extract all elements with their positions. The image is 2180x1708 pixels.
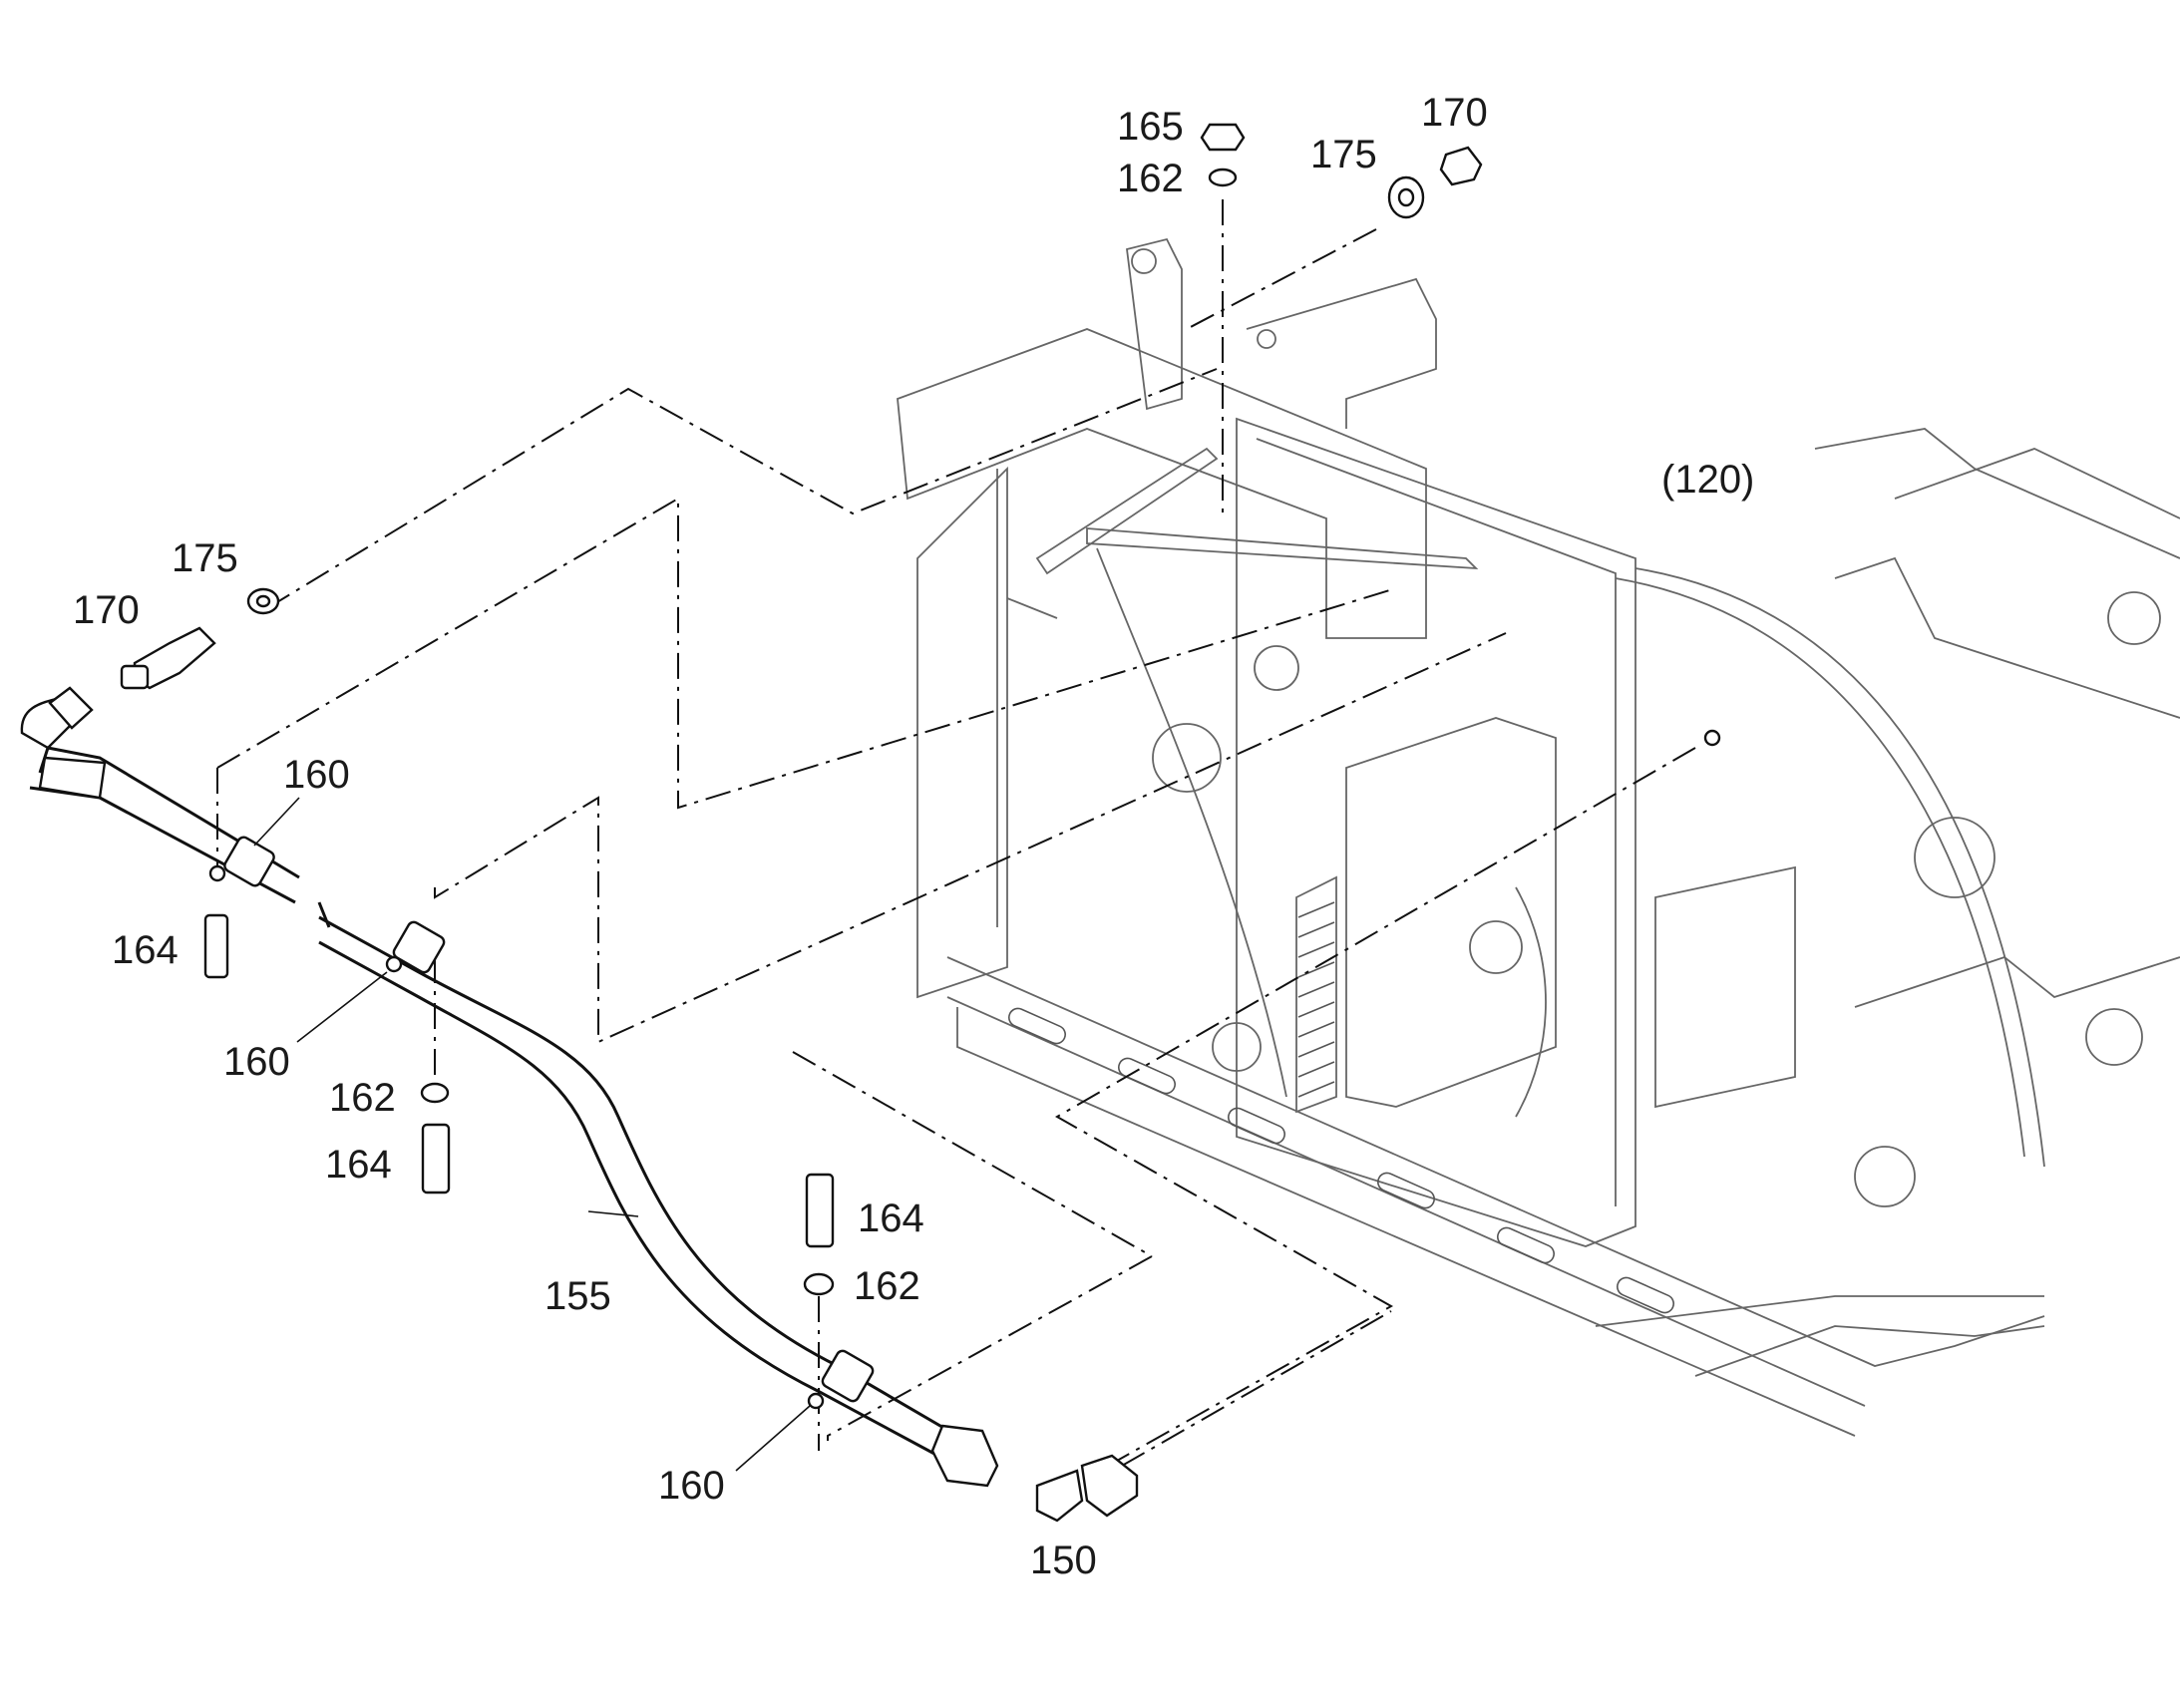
callout-160-c: 160 [658,1464,725,1508]
callout-160-b: 160 [223,1040,290,1084]
callout-162-b: 162 [329,1076,396,1120]
callout-162-top: 162 [1117,157,1184,200]
callout-165: 165 [1117,105,1184,149]
callout-164-a: 164 [112,928,179,972]
callout-170-top: 170 [1421,91,1488,135]
callout-150: 150 [1030,1538,1097,1582]
callout-155: 155 [545,1274,611,1318]
callout-pointers [253,797,811,1472]
callout-labels: 165 162 175 170 (120) 175 170 160 164 16… [73,91,1754,1582]
callout-170-left: 170 [73,588,140,632]
callout-164-c: 164 [858,1196,924,1240]
callout-175-left: 175 [172,536,238,580]
callout-160-a: 160 [283,753,350,797]
callout-164-b: 164 [325,1143,392,1187]
callout-162-c: 162 [854,1264,920,1308]
machine-frame [897,237,2180,1437]
callout-120: (120) [1661,458,1754,502]
hose-assembly [20,123,1483,1523]
leader-lines [216,199,1696,1472]
callout-175-top: 175 [1310,133,1377,176]
